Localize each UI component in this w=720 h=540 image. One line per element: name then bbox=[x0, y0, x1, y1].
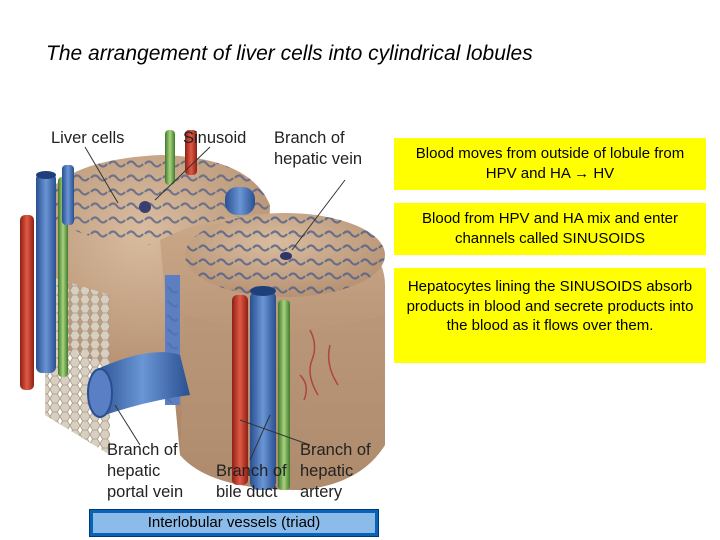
note-blood-flow: Blood moves from outside of lobule from … bbox=[394, 138, 706, 190]
note-sinusoids: Blood from HPV and HA mix and enter chan… bbox=[394, 203, 706, 255]
label-hepatic-vein: Branch of hepatic vein bbox=[274, 129, 363, 168]
label-sinusoid: Sinusoid bbox=[183, 129, 247, 147]
liver-lobule-illustration bbox=[20, 130, 385, 490]
note-hepatocytes: Hepatocytes lining the SINUSOIDS absorb … bbox=[394, 268, 706, 363]
hepatic-vein-branch bbox=[95, 352, 190, 415]
hepatic-artery-tube bbox=[232, 295, 248, 485]
triad-label-box: Interlobular vessels (triad) bbox=[89, 509, 379, 537]
central-vein-left bbox=[139, 201, 151, 213]
triad-label: Interlobular vessels (triad) bbox=[93, 513, 375, 533]
slide-title: The arrangement of liver cells into cyli… bbox=[46, 42, 533, 65]
portal-vein-tube bbox=[250, 290, 276, 490]
label-bile-duct: Branch of bile duct bbox=[216, 462, 287, 501]
portal-vein-tube-left bbox=[36, 173, 56, 373]
label-liver-cells: Liver cells bbox=[51, 129, 125, 147]
label-hepatic-artery: Branch of hepatic artery bbox=[300, 441, 371, 501]
bile-duct-tube bbox=[278, 300, 290, 490]
central-vein-right bbox=[280, 252, 292, 260]
label-portal-vein: Branch of hepatic portal vein bbox=[107, 441, 184, 501]
